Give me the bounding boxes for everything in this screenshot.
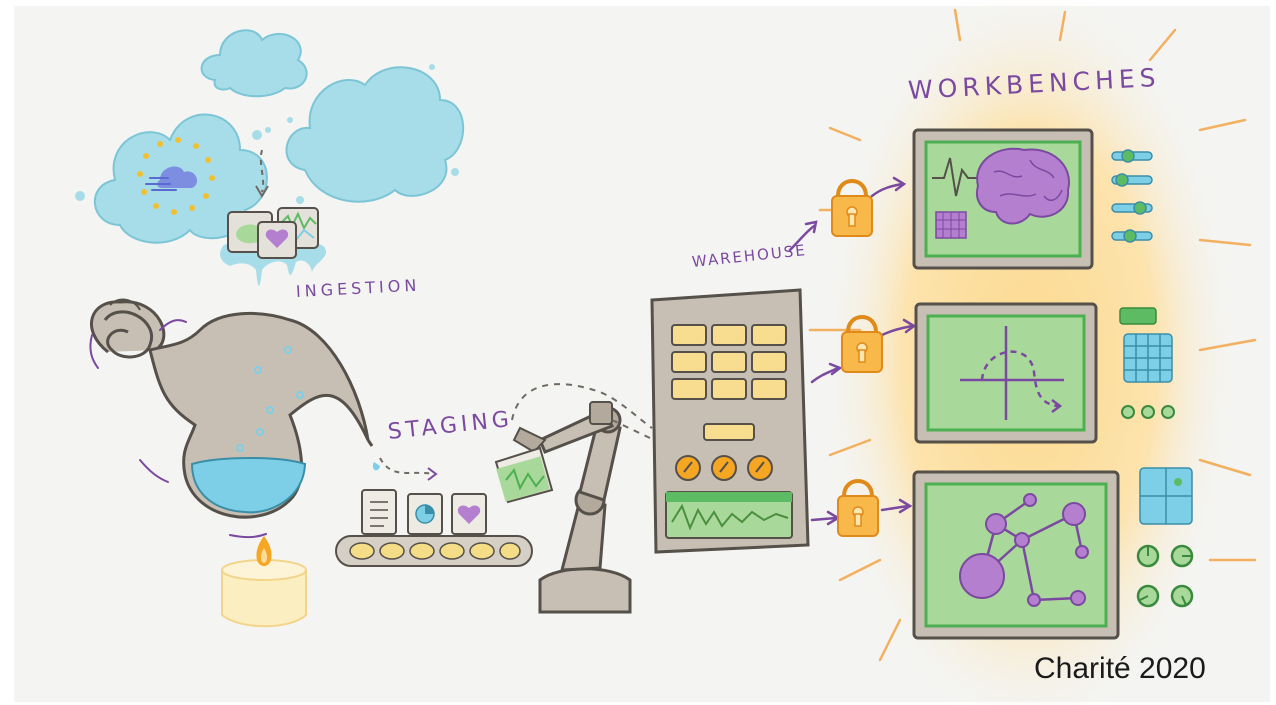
ingestion-data-cards [220, 149, 327, 286]
workbench-network-controls [1136, 467, 1194, 608]
workbench-brain-sliders [1111, 149, 1153, 243]
workbench-plot-controls [1119, 307, 1175, 419]
robot-arm [494, 383, 653, 614]
credit-caption: Charité 2020 [1034, 652, 1206, 685]
candle [221, 536, 307, 628]
cloud-small [200, 29, 308, 98]
warehouse-machine [611, 288, 810, 554]
access-locks [788, 176, 917, 537]
cloud-eu [93, 113, 268, 244]
workbench-network [912, 470, 1120, 640]
workbench-plot [914, 302, 1098, 444]
cloud-large [285, 66, 465, 203]
cloud-droplets [75, 64, 459, 204]
staging-conveyor [335, 457, 533, 567]
workbench-brain [912, 128, 1094, 270]
distillation-flask [89, 298, 380, 539]
